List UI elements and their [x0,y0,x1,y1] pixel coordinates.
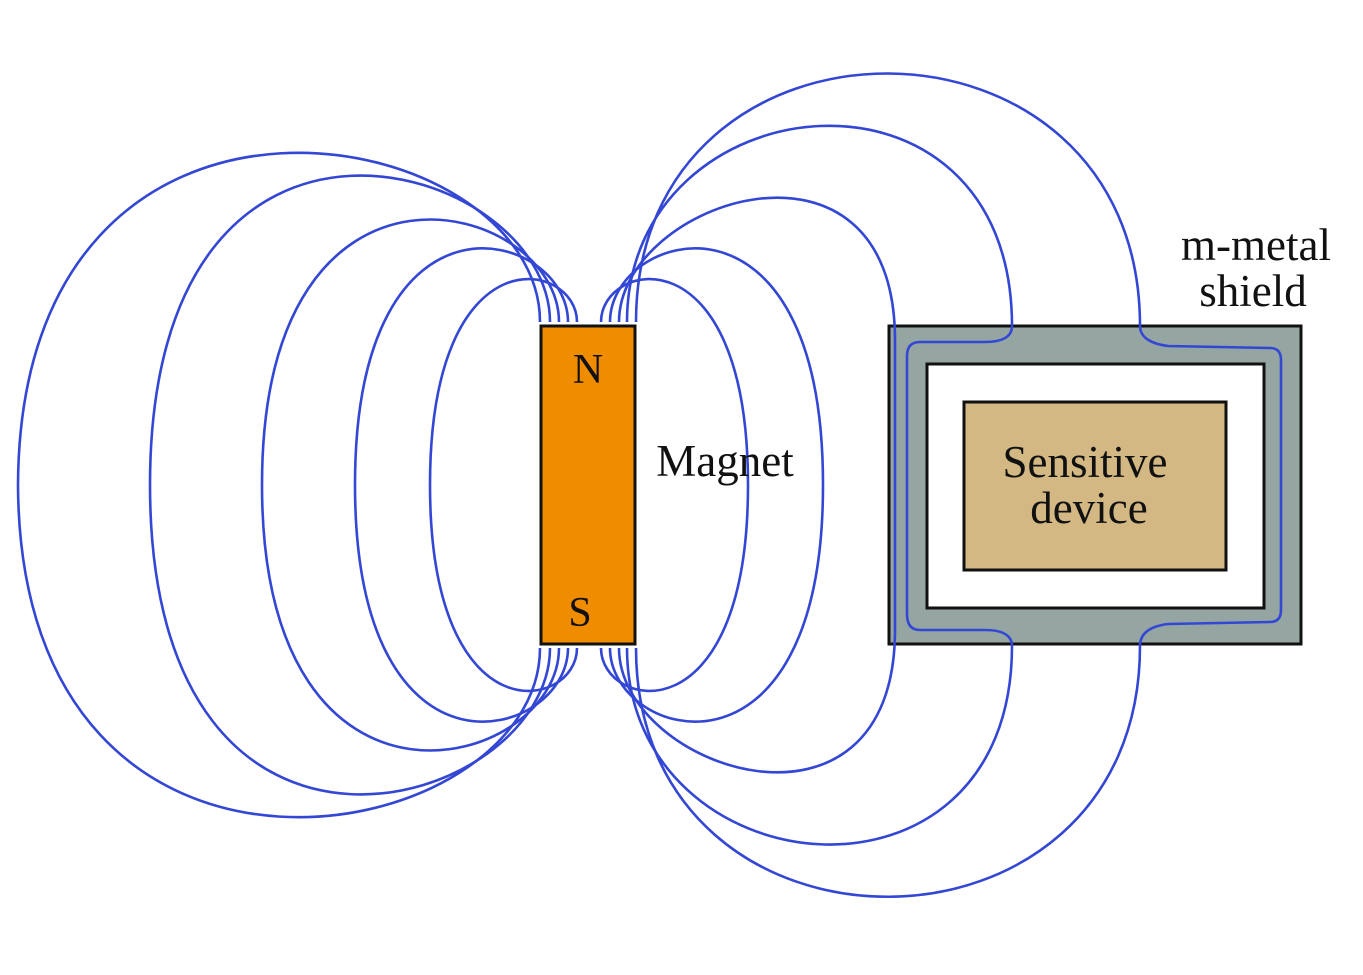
magnet-label: Magnet [656,436,794,486]
device-label-line-2: device [1030,483,1147,533]
field-line-right-4 [625,124,1014,846]
device-label-line-1: Sensitive [1003,437,1168,487]
field-line-right-5 [634,72,1283,898]
field-line-left-5 [428,277,579,693]
bar-magnet [539,324,637,646]
north-pole-label: N [573,347,603,393]
field-line-right-1 [599,277,750,693]
shield-label-line-1: m-metal [1181,220,1331,270]
field-line-left-4 [353,247,570,723]
field-line-left-2 [148,174,552,796]
field-line-right-2 [608,247,825,723]
south-pole-label: S [568,590,591,636]
field-line-left-1 [16,151,542,819]
field-line-left-3 [260,218,561,752]
sensitive-device [962,400,1228,572]
field-lines [16,72,1283,898]
field-line-right-3 [617,196,897,774]
shield-label-line-2: shield [1199,266,1307,316]
